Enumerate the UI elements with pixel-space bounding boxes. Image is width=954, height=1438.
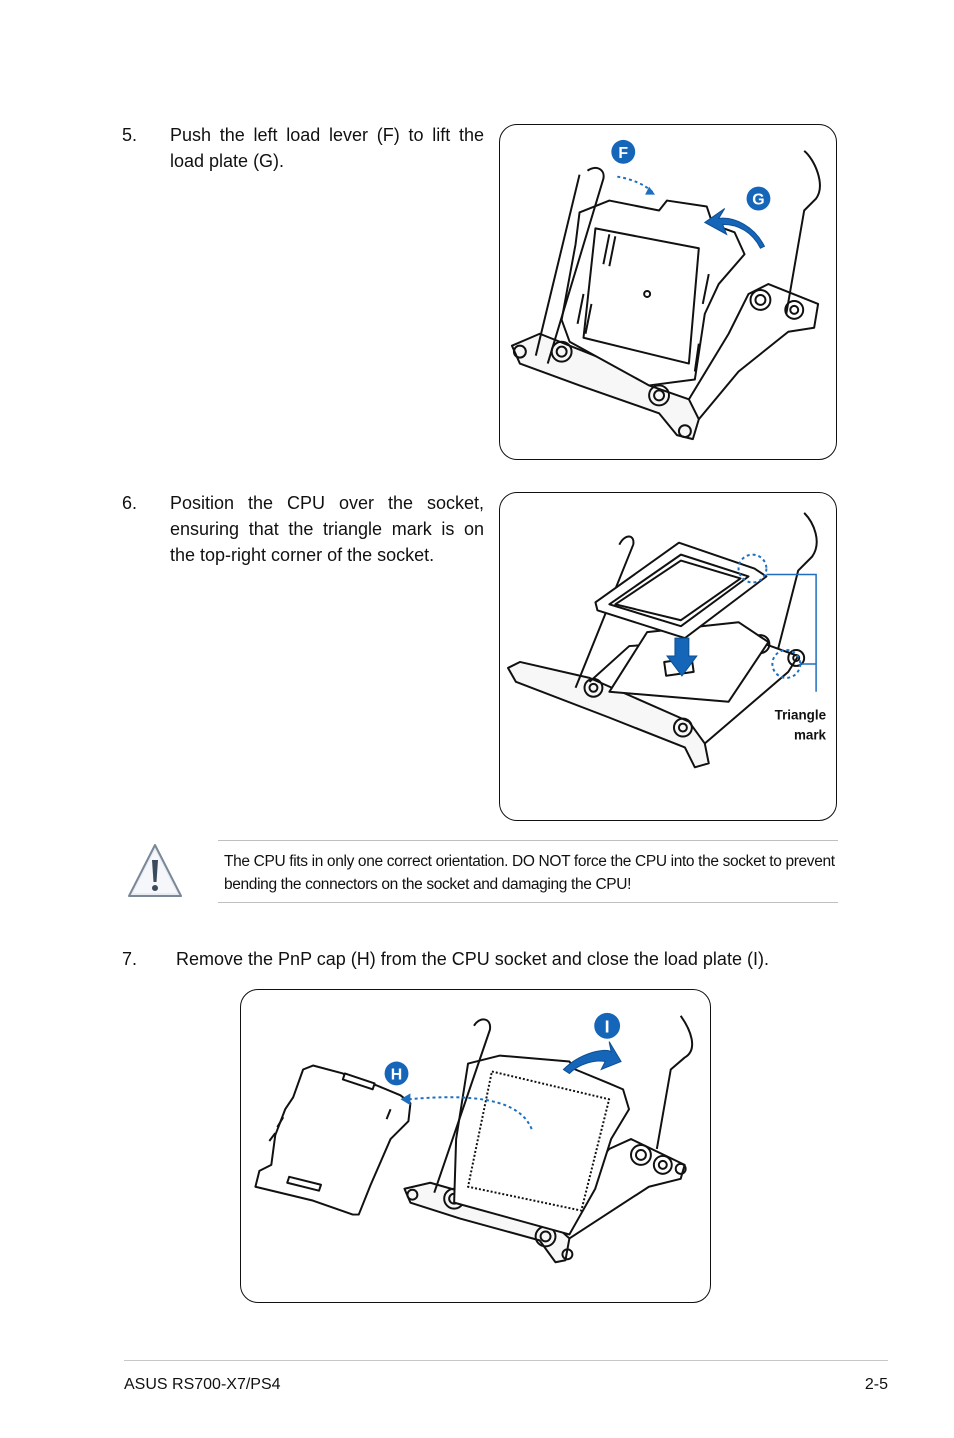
- badge-g: G: [746, 186, 771, 211]
- figure-remove-pnp-cap: H I: [240, 989, 711, 1303]
- svg-text:F: F: [618, 145, 628, 162]
- step-number: 5.: [122, 125, 138, 145]
- figure-lift-load-plate: F G: [499, 124, 837, 460]
- badge-h: H: [384, 1061, 409, 1086]
- socket-illustration-3: H I: [254, 1012, 694, 1264]
- step-text: Push the left load lever (F) to lift the…: [170, 125, 484, 171]
- socket-illustration-2: Triangle mark: [506, 512, 827, 769]
- svg-text:H: H: [391, 1066, 402, 1083]
- footer-page-number: 2-5: [864, 1376, 888, 1393]
- step-text: Remove the PnP cap (H) from the CPU sock…: [176, 949, 769, 969]
- badge-i: I: [594, 1012, 621, 1039]
- caution-note: The CPU fits in only one correct orienta…: [218, 840, 838, 903]
- step-number: 7.: [122, 949, 138, 969]
- step-text: Position the CPU over the socket, ensuri…: [170, 493, 484, 565]
- triangle-mark-label-line2: mark: [794, 727, 827, 742]
- step-5: 5. Push the left load lever (F) to lift …: [122, 122, 484, 178]
- svg-text:I: I: [605, 1017, 610, 1037]
- svg-text:G: G: [752, 192, 764, 209]
- footer-divider: [124, 1360, 888, 1361]
- triangle-mark-label-line1: Triangle: [775, 708, 826, 723]
- footer-product-name: ASUS RS700-X7/PS4: [124, 1376, 281, 1393]
- warning-triangle-icon: [126, 842, 184, 900]
- socket-illustration-1: F G: [510, 139, 821, 441]
- badge-f: F: [611, 139, 636, 164]
- caution-text: The CPU fits in only one correct orienta…: [224, 853, 835, 893]
- step-7: 7. Remove the PnP cap (H) from the CPU s…: [122, 946, 842, 974]
- figure-position-cpu: Triangle mark: [499, 492, 837, 821]
- step-number: 6.: [122, 493, 138, 513]
- step-6: 6. Position the CPU over the socket, ens…: [122, 490, 484, 570]
